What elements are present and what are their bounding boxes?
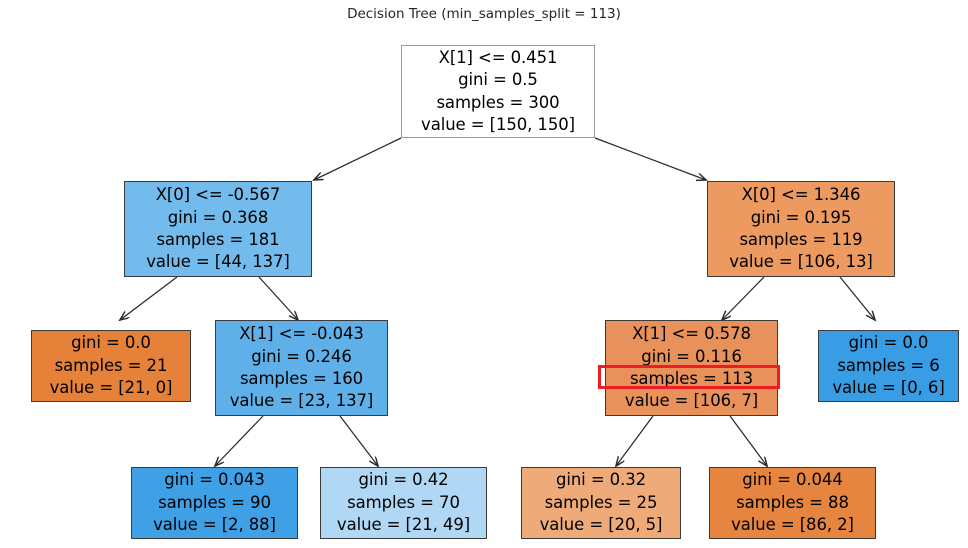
tree-node-leaf-3[interactable]: gini = 0.32 samples = 25 value = [20, 5] [521,467,681,539]
node-gini: gini = 0.42 [358,470,449,490]
node-condition: X[0] <= -0.567 [155,185,281,205]
edge-right-to-right-leaf [839,276,875,320]
node-condition: X[1] <= -0.043 [239,324,364,344]
edge-right-inner-to-leaf-4 [729,415,767,466]
node-value: value = [106, 13] [729,252,873,272]
node-condition: X[1] <= 0.578 [632,324,751,344]
node-value: value = [21, 0] [49,378,173,398]
tree-node-left-inner[interactable]: X[1] <= -0.043 gini = 0.246 samples = 16… [215,320,388,416]
node-gini: gini = 0.044 [742,470,843,490]
tree-node-leaf-4[interactable]: gini = 0.044 samples = 88 value = [86, 2… [709,467,876,539]
node-gini: gini = 0.0 [848,333,929,353]
tree-node-right-leaf[interactable]: gini = 0.0 samples = 6 value = [0, 6] [818,330,959,402]
node-value: value = [150, 150] [421,114,575,134]
node-samples: samples = 88 [736,492,849,512]
node-samples: samples = 6 [837,355,940,375]
node-samples: samples = 119 [739,230,863,249]
edge-left-inner-to-leaf-2 [339,415,378,466]
edge-root-to-right [594,137,706,180]
edge-left-to-left-leaf [120,276,178,320]
node-samples: samples = 113 [629,369,754,388]
chart-title: Decision Tree (min_samples_split = 113) [347,6,621,22]
edge-right-inner-to-leaf-3 [616,415,654,466]
node-gini: gini = 0.5 [458,70,538,90]
node-samples: samples = 70 [347,492,460,512]
node-gini: gini = 0.0 [71,333,151,353]
node-value: value = [20, 5] [539,515,663,535]
node-value: value = [2, 88] [153,515,276,535]
node-value: value = [86, 2] [731,515,854,535]
edge-left-to-left-inner [258,276,298,320]
node-samples: samples = 21 [54,355,168,375]
node-samples: samples = 90 [158,492,271,512]
node-samples: samples = 300 [436,92,560,112]
tree-node-left[interactable]: X[0] <= -0.567 gini = 0.368 samples = 18… [124,181,312,277]
node-value: value = [21, 49] [336,515,471,535]
tree-node-root[interactable]: X[1] <= 0.451 gini = 0.5 samples = 300 v… [401,45,595,138]
node-samples: samples = 181 [156,230,280,249]
tree-node-left-leaf[interactable]: gini = 0.0 samples = 21 value = [21, 0] [31,330,191,402]
tree-node-leaf-2[interactable]: gini = 0.42 samples = 70 value = [21, 49… [320,467,487,539]
edge-right-to-right-inner [722,276,765,320]
node-gini: gini = 0.368 [167,207,269,227]
edge-root-to-left [314,137,402,180]
edge-left-inner-to-leaf-1 [215,415,264,466]
node-condition: X[0] <= 1.346 [741,185,861,205]
node-gini: gini = 0.043 [164,470,265,490]
node-value: value = [23, 137] [229,391,374,411]
node-value: value = [44, 137] [146,252,290,272]
node-value: value = [0, 6] [832,378,945,398]
node-value: value = [106, 7] [624,391,759,411]
tree-node-leaf-1[interactable]: gini = 0.043 samples = 90 value = [2, 88… [131,467,298,539]
node-gini: gini = 0.246 [251,346,352,366]
node-samples: samples = 160 [239,369,364,388]
node-gini: gini = 0.116 [641,346,742,366]
node-gini: gini = 0.32 [555,470,647,490]
node-gini: gini = 0.195 [750,207,852,227]
node-samples: samples = 25 [544,492,658,512]
tree-node-right[interactable]: X[0] <= 1.346 gini = 0.195 samples = 119… [707,181,895,277]
node-condition: X[1] <= 0.451 [438,47,558,67]
tree-node-right-inner[interactable]: X[1] <= 0.578 gini = 0.116 samples = 113… [605,320,778,416]
